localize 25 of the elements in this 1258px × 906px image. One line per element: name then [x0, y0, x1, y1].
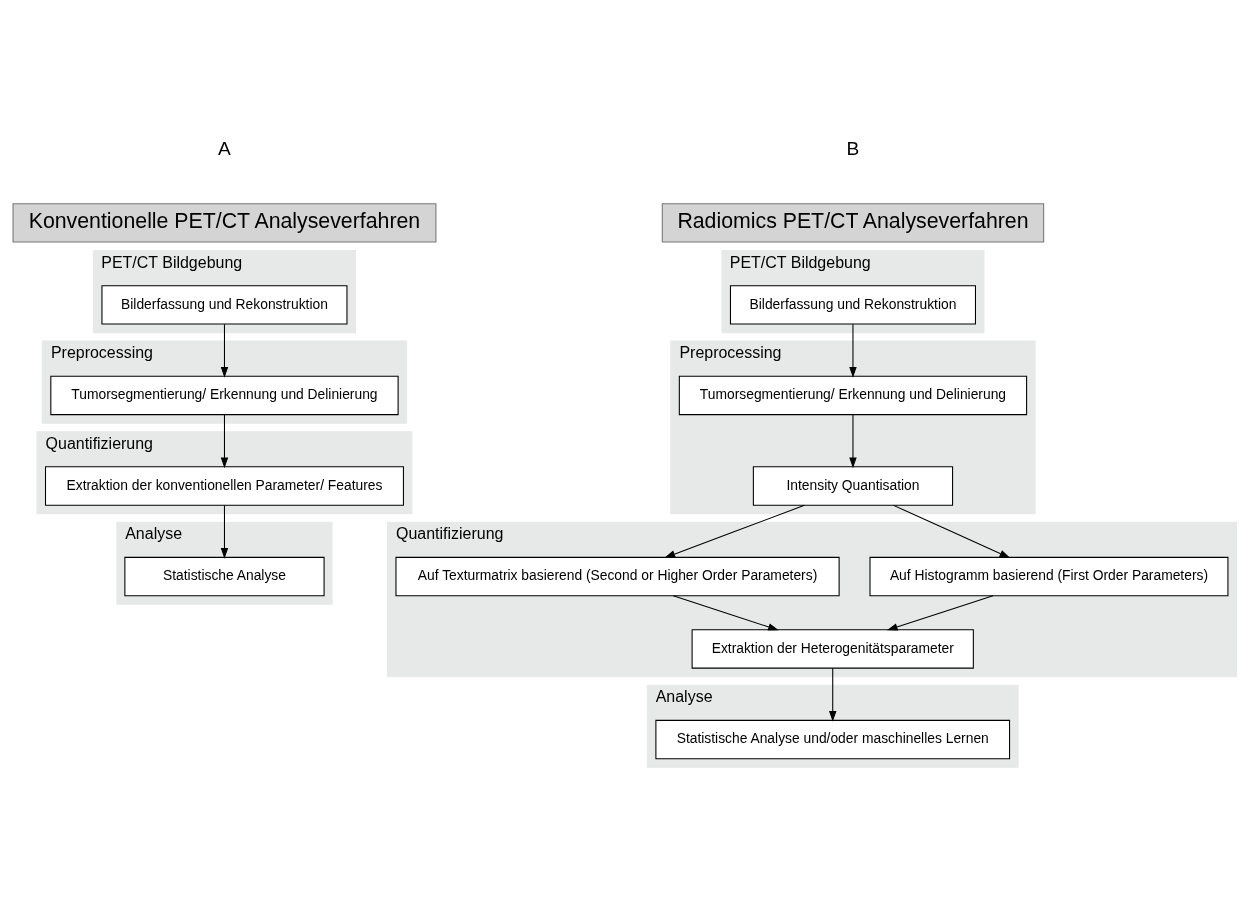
label: A: [218, 137, 231, 159]
arrow: [893, 504, 1011, 558]
node-box: Konventionelle PET/CT Analyseverfahren: [12, 202, 437, 243]
node-box: Extraktion der Heterogenitätsparameter: [691, 628, 974, 669]
node-box: Statistische Analyse: [124, 556, 325, 596]
arrow: [672, 594, 779, 631]
node-box: Tumorsegmentierung/ Erkennung und Delinierung: [678, 375, 1028, 415]
arrow: [664, 504, 805, 558]
node-box: Auf Texturmatrix basierend (Second or Higher Order Parameters): [395, 556, 840, 596]
arrow: [849, 323, 857, 378]
node-box: Tumorsegmentierung/ Erkennung und Delinierung: [50, 375, 399, 415]
node-box: Bilderfassung und Rekonstruktion: [101, 284, 348, 325]
node-box: Bilderfassung und Rekonstruktion: [729, 284, 976, 325]
arrow: [849, 413, 857, 468]
arrow: [886, 594, 994, 631]
node-box: Intensity Quantisation: [752, 465, 954, 506]
node-box: Extraktion der konventionellen Parameter/ Features: [44, 465, 404, 506]
arrow: [220, 504, 229, 559]
node-box: Statistische Analyse und/oder maschinelles Lernen: [655, 719, 1011, 759]
arrow: [220, 323, 229, 378]
arrow: [220, 413, 229, 468]
arrow: [829, 667, 837, 722]
node-box: Radiomics PET/CT Analyseverfahren: [661, 202, 1045, 243]
label: B: [846, 137, 860, 159]
node-box: Auf Histogramm basierend (First Order Parameters): [869, 556, 1229, 596]
